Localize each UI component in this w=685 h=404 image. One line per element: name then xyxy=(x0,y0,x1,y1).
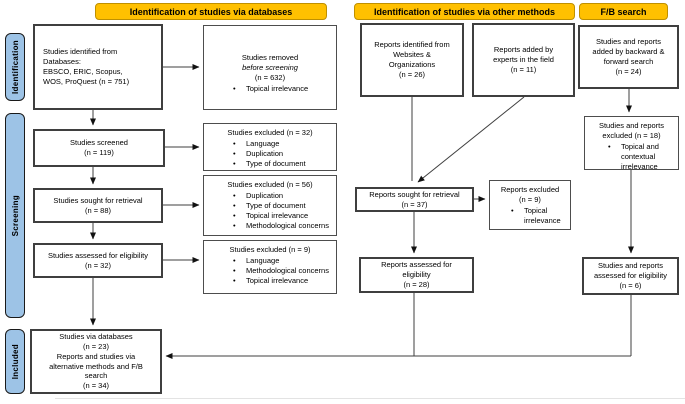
bullet-item: Type of document xyxy=(233,201,331,211)
box-reports-experts-text: Reports added by experts in the field (n… xyxy=(493,45,554,74)
stage-included: Included xyxy=(5,329,25,394)
box-studies-screened: Studies screened (n = 119) xyxy=(33,129,165,167)
box-included-total-text: Studies via databases (n = 23) Reports a… xyxy=(49,331,143,391)
box-studies-removed-bullets: Topical irrelevance xyxy=(207,84,333,94)
box-fb-assessed: Studies and reports assessed for eligibi… xyxy=(582,257,679,295)
box-fb-excluded-title: Studies and reports excluded (n = 18) xyxy=(598,121,665,140)
box-reports-excluded-title: Reports excluded (n = 9) xyxy=(500,185,560,204)
box-reports-experts: Reports added by experts in the field (n… xyxy=(472,23,575,97)
box-studies-sought-text: Studies sought for retrieval (n = 88) xyxy=(53,195,143,215)
bullet-item: Topical irrelevance xyxy=(233,84,331,94)
box-excluded-9: Studies excluded (n = 9) Language Method… xyxy=(203,240,337,294)
box-fb-assessed-text: Studies and reports assessed for eligibi… xyxy=(594,261,667,290)
header-fb-search-label: F/B search xyxy=(600,6,647,17)
box-reports-websites-text: Reports identified from Websites & Organ… xyxy=(374,40,450,79)
box-reports-websites: Reports identified from Websites & Organ… xyxy=(360,23,464,97)
stage-identification: Identification xyxy=(5,33,25,101)
box-excluded-9-title: Studies excluded (n = 9) xyxy=(229,245,311,254)
box-excluded-32-title: Studies excluded (n = 32) xyxy=(227,128,313,137)
box-fb-excluded: Studies and reports excluded (n = 18) To… xyxy=(584,116,679,172)
bullet-item: Duplication xyxy=(233,191,331,201)
box-excluded-56-title: Studies excluded (n = 56) xyxy=(227,180,313,189)
bullet-item: Language xyxy=(233,139,331,149)
bullet-item: Language xyxy=(233,256,331,266)
box-excluded-9-bullets: Language Methodological concerns Topical… xyxy=(207,256,333,286)
bullet-item: Methodological concerns xyxy=(233,221,331,231)
bullet-item: Duplication xyxy=(233,149,331,159)
bullet-item: Topical irrelevance xyxy=(233,276,331,286)
box-studies-identified: Studies identified from Databases: EBSCO… xyxy=(33,24,163,110)
box-included-total: Studies via databases (n = 23) Reports a… xyxy=(30,329,162,394)
box-studies-assessed: Studies assessed for eligibility (n = 32… xyxy=(33,243,163,278)
box-reports-assessed: Reports assessed for eligibility (n = 28… xyxy=(359,257,474,293)
box-reports-sought-text: Reports sought for retrieval (n = 37) xyxy=(369,189,460,209)
box-excluded-32-bullets: Language Duplication Type of document xyxy=(207,139,333,169)
box-studies-identified-text: Studies identified from Databases: EBSCO… xyxy=(43,47,130,86)
box-studies-sought: Studies sought for retrieval (n = 88) xyxy=(33,188,163,223)
header-fb-search: F/B search xyxy=(579,3,668,20)
stage-identification-label: Identification xyxy=(10,40,20,94)
italic-before-screening: before screening xyxy=(242,63,298,73)
box-studies-removed: Studies removed before screening (n = 63… xyxy=(203,25,337,110)
box-reports-sought: Reports sought for retrieval (n = 37) xyxy=(355,187,474,212)
box-fb-excluded-bullets: Topical and contextual irrelevance xyxy=(588,142,675,172)
arrow-experts-diagonal xyxy=(417,96,525,183)
bullet-item: Methodological concerns xyxy=(233,266,331,276)
box-reports-assessed-text: Reports assessed for eligibility (n = 28… xyxy=(381,260,452,289)
box-fb-added-text: Studies and reports added by backward & … xyxy=(592,37,665,76)
box-fb-added: Studies and reports added by backward & … xyxy=(578,25,679,89)
box-excluded-56: Studies excluded (n = 56) Duplication Ty… xyxy=(203,175,337,236)
bullet-item: Topical and contextual irrelevance xyxy=(608,142,673,172)
figure-bottom-divider xyxy=(55,398,685,399)
stage-screening: Screening xyxy=(5,113,25,318)
bullet-item: Topical irrelevance xyxy=(511,206,565,226)
box-studies-removed-title: Studies removed before screening (n = 63… xyxy=(241,53,299,82)
box-reports-excluded: Reports excluded (n = 9) Topical irrelev… xyxy=(489,180,571,230)
box-excluded-56-bullets: Duplication Type of document Topical irr… xyxy=(207,191,333,231)
stage-screening-label: Screening xyxy=(10,194,20,237)
bullet-item: Topical irrelevance xyxy=(233,211,331,221)
box-studies-screened-text: Studies screened (n = 119) xyxy=(70,138,128,157)
box-excluded-32: Studies excluded (n = 32) Language Dupli… xyxy=(203,123,337,171)
stage-included-label: Included xyxy=(10,343,20,380)
header-other-methods-label: Identification of studies via other meth… xyxy=(373,6,556,17)
box-studies-assessed-text: Studies assessed for eligibility (n = 32… xyxy=(47,250,149,270)
header-other-methods: Identification of studies via other meth… xyxy=(354,3,575,20)
header-databases: Identification of studies via databases xyxy=(95,3,327,20)
header-databases-label: Identification of studies via databases xyxy=(129,6,293,17)
bullet-item: Type of document xyxy=(233,159,331,169)
box-reports-excluded-bullets: Topical irrelevance xyxy=(493,206,567,226)
